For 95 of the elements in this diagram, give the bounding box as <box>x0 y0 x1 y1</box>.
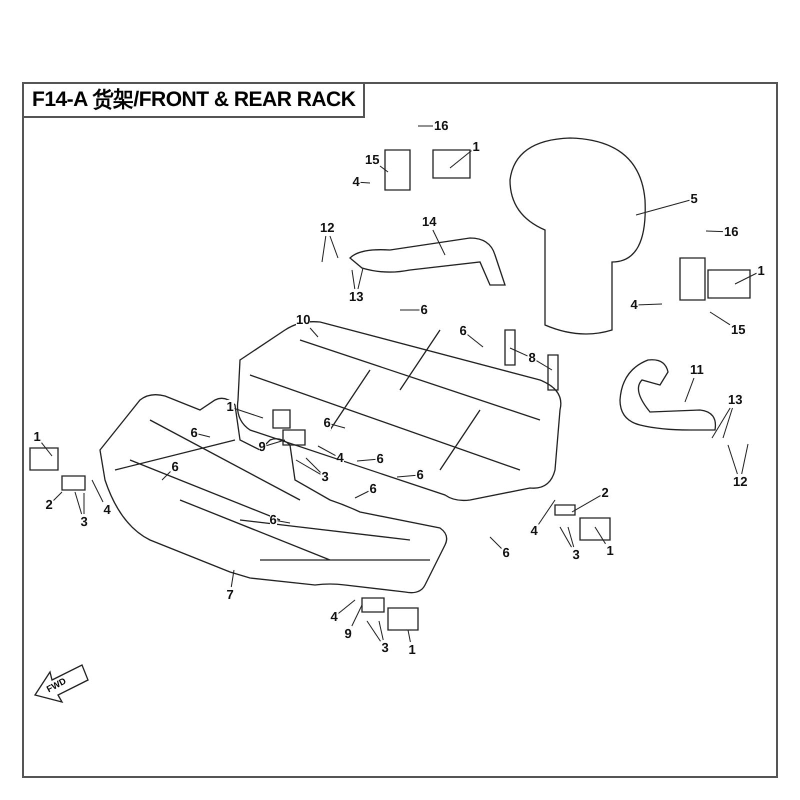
leader-line <box>568 526 574 548</box>
callout-number: 6 <box>420 303 428 317</box>
callout-number: 6 <box>270 513 277 527</box>
leader-line <box>380 166 388 172</box>
callout-number: 4 <box>630 298 638 312</box>
diagram-title: F14-A 货架/FRONT & REAR RACK <box>22 82 366 118</box>
leader-line <box>378 620 384 640</box>
leader-line <box>331 424 346 428</box>
callout-number: 6 <box>324 416 331 430</box>
leader-line <box>352 270 356 290</box>
leader-line <box>734 272 757 284</box>
leader-line <box>356 458 376 462</box>
callout-number: 14 <box>422 215 436 229</box>
leader-line <box>560 526 572 548</box>
callout-number: 3 <box>80 515 88 529</box>
leader-line <box>636 200 690 216</box>
leader-line <box>684 378 694 402</box>
callout-number: 13 <box>728 393 742 407</box>
callout-number: 1 <box>606 544 614 558</box>
leader-line <box>338 600 356 614</box>
callout-number: 4 <box>330 610 338 624</box>
callout-number: 11 <box>690 363 704 377</box>
callout-number: 16 <box>434 119 448 133</box>
leader-line <box>329 236 338 258</box>
leader-line <box>432 230 446 256</box>
leader-line <box>277 520 290 524</box>
leader-line <box>357 268 364 290</box>
callout-number: 15 <box>731 323 746 337</box>
leader-line <box>706 230 724 232</box>
callout-number: 4 <box>336 451 344 465</box>
leader-line <box>638 304 662 306</box>
leader-line <box>594 526 606 544</box>
callout-number: 6 <box>502 546 510 560</box>
leader-line <box>366 620 381 642</box>
callout-number: 9 <box>344 627 352 641</box>
leader-line <box>322 236 326 262</box>
leader-line <box>354 490 369 498</box>
leader-line <box>296 460 321 475</box>
leader-line <box>536 360 552 370</box>
callout-number: 1 <box>226 400 234 414</box>
callout-number: 4 <box>104 503 111 517</box>
leader-line <box>467 334 484 348</box>
leader-line <box>92 480 104 502</box>
leader-line <box>572 495 601 512</box>
callout-number: 15 <box>365 153 380 167</box>
callout-number: 2 <box>46 498 53 512</box>
leader-line <box>230 570 234 588</box>
callout-number: 6 <box>376 452 384 466</box>
callout-number: 6 <box>370 482 377 496</box>
leader-line <box>728 444 738 474</box>
leader-line <box>41 442 52 456</box>
leader-line <box>712 408 731 438</box>
leader-line <box>74 492 82 514</box>
callout-number: 1 <box>408 643 416 657</box>
callout-number: 8 <box>528 351 536 365</box>
leader-line <box>741 444 748 474</box>
leader-line <box>266 440 286 446</box>
callout-number: 1 <box>34 430 41 444</box>
callout-number: 6 <box>460 324 467 338</box>
leader-line <box>198 434 210 438</box>
callout-number: 16 <box>724 225 738 239</box>
callout-number: 4 <box>530 524 538 538</box>
leader-line <box>710 312 730 326</box>
leader-line <box>408 630 411 642</box>
leader-line <box>722 408 733 438</box>
callout-number: 1 <box>758 264 765 278</box>
callout-number: 3 <box>572 548 580 562</box>
callout-number: 6 <box>416 468 424 482</box>
leader-line <box>310 328 318 338</box>
direction-label: FWD <box>44 676 68 694</box>
callout-number: 3 <box>382 641 389 655</box>
callout-number: 9 <box>258 440 266 454</box>
leader-line <box>318 446 336 456</box>
callout-number: 6 <box>172 460 179 474</box>
leader-line <box>53 492 62 501</box>
callout-number: 4 <box>352 175 360 189</box>
callout-number: 12 <box>733 475 748 489</box>
callout-number: 7 <box>226 588 234 602</box>
leader-line <box>234 408 264 418</box>
callout-number: 6 <box>190 426 198 440</box>
leader-line <box>162 471 171 480</box>
leader-line <box>306 458 321 473</box>
leader-line <box>351 604 362 626</box>
leader-line <box>490 536 502 549</box>
callout-number: 12 <box>320 221 334 235</box>
callout-number: 5 <box>690 192 698 206</box>
callout-number: 10 <box>296 313 310 327</box>
leader-line <box>360 182 370 184</box>
leader-line <box>538 500 556 525</box>
leader-line <box>396 474 416 478</box>
callout-number: 13 <box>349 290 364 304</box>
callout-number: 1 <box>472 140 480 154</box>
leader-line <box>510 348 528 356</box>
callout-number: 3 <box>322 470 329 484</box>
callout-number: 2 <box>602 486 609 500</box>
